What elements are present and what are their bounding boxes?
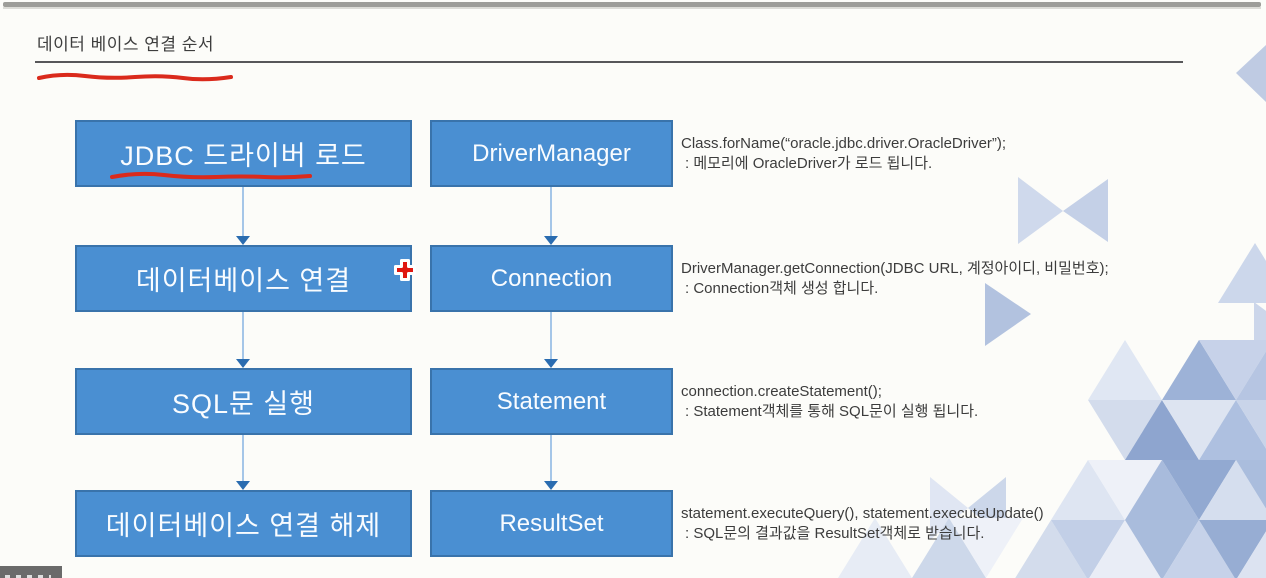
flow-object-label: ResultSet xyxy=(499,509,604,537)
title-rule xyxy=(35,61,1183,63)
page-title: 데이터 베이스 연결 순서 xyxy=(37,35,215,54)
caption-overlay xyxy=(0,566,62,578)
arrow-down xyxy=(242,187,244,237)
flow-object-box-drivermanager: DriverManager xyxy=(430,120,673,187)
flow-step-box-db-connect: 데이터베이스 연결 xyxy=(75,245,412,312)
code-line: connection.createStatement(); xyxy=(681,383,882,400)
arrow-down-head-icon xyxy=(544,236,558,245)
explain-line: : 메모리에 OracleDriver가 로드 됩니다. xyxy=(685,154,933,172)
flow-object-label: DriverManager xyxy=(472,139,631,167)
flow-object-label: Statement xyxy=(496,387,607,415)
flow-object-box-statement: Statement xyxy=(430,368,673,435)
arrow-down-head-icon xyxy=(236,359,250,368)
arrow-down-head-icon xyxy=(544,359,558,368)
arrow-down xyxy=(550,312,552,360)
code-line: Class.forName(“oracle.jdbc.driver.Oracle… xyxy=(681,135,1007,152)
flow-description: Class.forName(“oracle.jdbc.driver.Oracle… xyxy=(681,120,1266,187)
top-divider-bar xyxy=(3,2,1261,7)
explain-line: : Statement객체를 통해 SQL문이 실행 됩니다. xyxy=(685,402,979,420)
flow-step-box-jdbc-driver-load: JDBC 드라이버 로드 xyxy=(75,120,412,187)
flow-step-label: SQL문 실행 xyxy=(171,389,316,419)
code-line: statement.executeQuery(), statement.exec… xyxy=(681,505,1044,522)
flow-step-label: 데이터베이스 연결 xyxy=(135,266,352,296)
flow-object-box-resultset: ResultSet xyxy=(430,490,673,557)
flow-object-box-connection: Connection xyxy=(430,245,673,312)
arrow-down xyxy=(550,187,552,237)
arrow-down xyxy=(242,312,244,360)
code-line: DriverManager.getConnection(JDBC URL, 계정… xyxy=(681,260,1109,277)
arrow-down-head-icon xyxy=(544,481,558,490)
arrow-down-head-icon xyxy=(236,236,250,245)
arrow-down xyxy=(550,435,552,482)
flow-description: connection.createStatement(); : Statemen… xyxy=(681,368,1266,435)
explain-line: : Connection객체 생성 합니다. xyxy=(685,279,879,297)
top-divider-shadow xyxy=(3,7,1261,9)
flow-description: statement.executeQuery(), statement.exec… xyxy=(681,490,1266,557)
arrow-down xyxy=(242,435,244,482)
arrow-down-head-icon xyxy=(236,481,250,490)
flow-step-box-db-disconnect: 데이터베이스 연결 해제 xyxy=(75,490,412,557)
flow-description: DriverManager.getConnection(JDBC URL, 계정… xyxy=(681,245,1266,312)
flow-object-label: Connection xyxy=(490,264,613,292)
red-underline-title-icon xyxy=(37,72,233,82)
flow-step-label: 데이터베이스 연결 해제 xyxy=(105,511,382,541)
flow-step-box-sql-execute: SQL문 실행 xyxy=(75,368,412,435)
flow-step-label: JDBC 드라이버 로드 xyxy=(120,141,367,171)
explain-line: : SQL문의 결과값을 ResultSet객체로 받습니다. xyxy=(685,524,985,542)
